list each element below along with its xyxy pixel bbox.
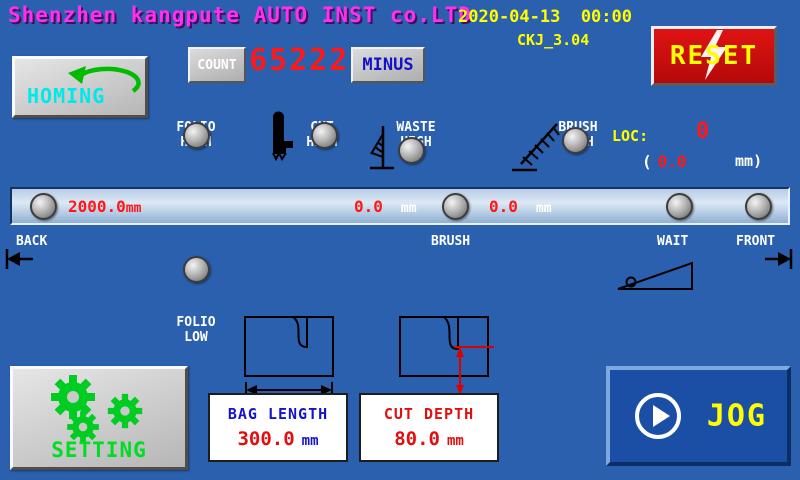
loc-sub-unit: mm) [735, 152, 763, 170]
zone-label-back: BACK [16, 234, 48, 249]
bag-length-dimension [245, 382, 333, 398]
loc-label: LOC: [612, 127, 649, 145]
homing-return-arrow-icon [68, 66, 141, 93]
reset-label: RESET [669, 41, 759, 71]
waste-icon [370, 126, 394, 170]
cut-depth-label: CUT DEPTH [383, 404, 475, 423]
waste-high-lamp [398, 137, 425, 164]
count-label: COUNT [197, 57, 237, 73]
gears-icon [51, 375, 143, 443]
brush-icon [512, 123, 560, 172]
ramp-icon [617, 261, 693, 290]
jog-label: JOG [706, 398, 767, 434]
loc-sub-value: (0.0 [642, 152, 687, 171]
version-display: CKJ_3.04 [517, 31, 590, 49]
waste-high-label: WASTEHIGH [396, 120, 436, 150]
count-button[interactable]: COUNT [188, 47, 246, 83]
zone-label-brush: BRUSH [431, 234, 471, 249]
company-title: Shenzhen kangpute AUTO INST co.LTD [8, 3, 472, 27]
datetime-display: 2020-04-13 00:00 [458, 7, 632, 27]
zone-label-front: FRONT [736, 234, 776, 249]
folio-low-lamp [183, 256, 210, 283]
setting-label: SETTING [51, 438, 147, 462]
play-icon [635, 393, 681, 439]
front-arrow-icon [765, 249, 793, 269]
reset-button[interactable]: RESET [651, 26, 777, 86]
bar-lamp-back [30, 193, 57, 220]
loc-value: 0 [696, 119, 710, 144]
homing-label: HOMING [27, 84, 106, 108]
setting-button[interactable]: SETTING [10, 366, 188, 470]
bag-shape-1 [244, 316, 334, 377]
bag-length-label: BAG LENGTH [227, 404, 329, 423]
zone-label-wait: WAIT [657, 234, 689, 249]
cutter-icon [272, 111, 293, 162]
brush-high-lamp [562, 127, 589, 154]
count-value: 65222 [249, 43, 350, 78]
bar-lamp-front [745, 193, 772, 220]
bar-lamp-wait [666, 193, 693, 220]
bag-shape-2 [399, 316, 489, 377]
minus-button[interactable]: MINUS [351, 47, 425, 83]
minus-label: MINUS [362, 55, 414, 75]
cut-high-lamp [311, 122, 338, 149]
back-arrow-icon [5, 249, 33, 269]
bar-lamp-brush [442, 193, 469, 220]
cut-depth-dimension [454, 346, 494, 396]
homing-button[interactable]: HOMING [12, 56, 148, 118]
lightning-icon [701, 30, 727, 80]
folio-high-lamp [183, 122, 210, 149]
jog-button[interactable]: JOG [606, 366, 791, 466]
